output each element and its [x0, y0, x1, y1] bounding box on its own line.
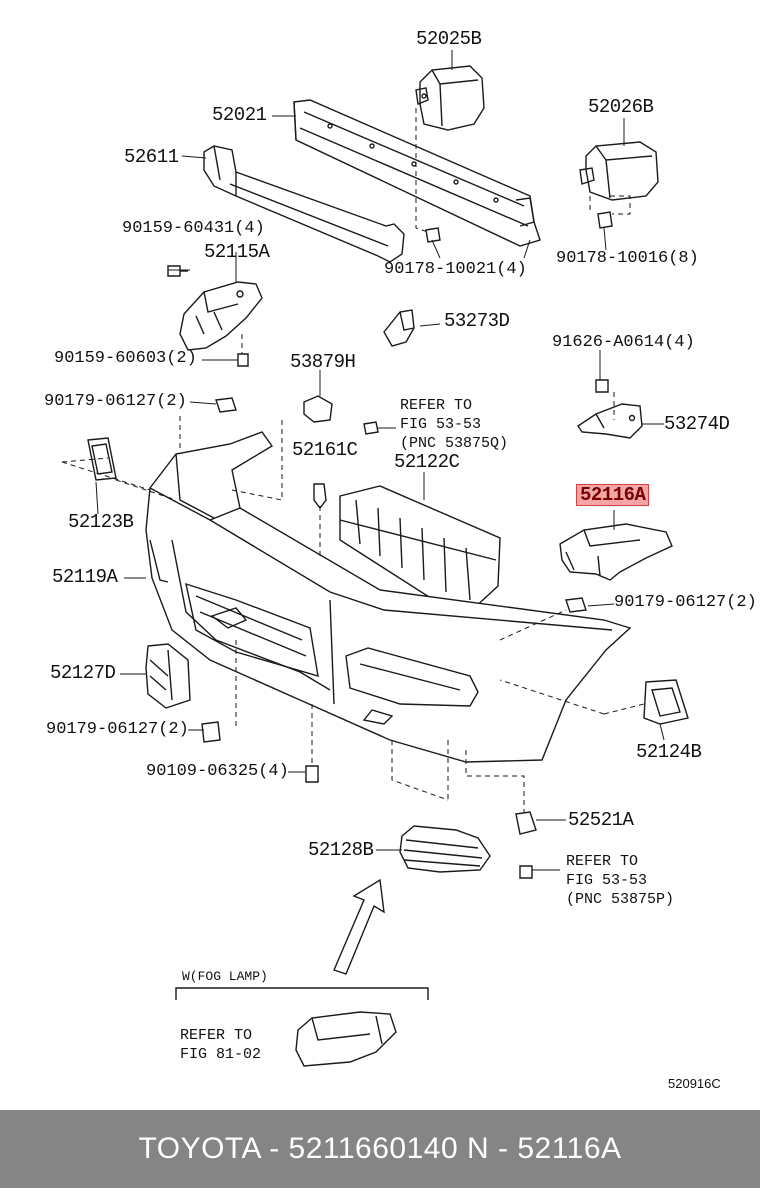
- clip-90179-a: [216, 398, 236, 412]
- bracket-52115a: [180, 282, 262, 350]
- label-52026b: 52026B: [588, 96, 654, 118]
- nut-90178-10016: [598, 212, 612, 228]
- label-52119a: 52119A: [52, 566, 118, 588]
- bolt-90159-60431: [168, 266, 188, 276]
- label-52116a-highlighted: 52116A: [576, 484, 650, 506]
- label-52127d: 52127D: [50, 662, 116, 684]
- label-refer-fig-53-53-p: REFER TO FIG 53-53 (PNC 53875P): [566, 853, 675, 908]
- label-53273d: 53273D: [444, 310, 510, 332]
- clip-52161c: [314, 484, 326, 508]
- label-90179-06127-b: 90179-06127(2): [614, 593, 757, 612]
- bolt-90159-60603: [238, 354, 248, 366]
- bolt-91626: [596, 380, 608, 392]
- dashed-reference-lines: [62, 108, 644, 812]
- label-refer-fig-53-53-q: REFER TO FIG 53-53 (PNC 53875Q): [400, 397, 509, 452]
- clip-90179-b: [566, 598, 586, 612]
- exploded-view-drawing: [0, 0, 760, 1110]
- bracket-52026b: [580, 142, 658, 200]
- label-53879h: 53879H: [290, 351, 356, 373]
- label-90178-10016: 90178-10016(8): [556, 249, 699, 268]
- label-90159-60431: 90159-60431(4): [122, 219, 265, 238]
- nut-90178-10021: [426, 228, 440, 242]
- absorber-52611: [204, 146, 404, 262]
- footer-part-info: TOYOTA - 5211660140 N - 52116A: [138, 1132, 622, 1165]
- label-52521a: 52521A: [568, 809, 634, 831]
- label-52124b: 52124B: [636, 741, 702, 763]
- footer-bar: TOYOTA - 5211660140 N - 52116A: [0, 1110, 760, 1188]
- clip-90179-c: [202, 722, 220, 742]
- label-52021: 52021: [212, 104, 267, 126]
- fog-lamp-bracket: [176, 988, 428, 1000]
- label-90178-10021: 90178-10021(4): [384, 260, 527, 279]
- fog-lamp: [296, 1012, 396, 1066]
- label-52123b: 52123B: [68, 511, 134, 533]
- label-90109-06325: 90109-06325(4): [146, 762, 289, 781]
- cover-52124b: [644, 680, 688, 724]
- bolt-90109: [306, 766, 318, 782]
- label-53274d: 53274D: [664, 413, 730, 435]
- bezel-52128b: [400, 826, 490, 872]
- lamp-cover-52127d: [146, 644, 190, 708]
- retainer-52116a: [560, 524, 672, 580]
- label-90159-60603: 90159-60603(2): [54, 349, 197, 368]
- label-fog-lamp: W(FOG LAMP): [182, 969, 268, 984]
- bracket-52025b: [416, 66, 484, 130]
- label-52122c: 52122C: [394, 451, 460, 473]
- leader-lines: [96, 50, 664, 870]
- direction-arrow: [334, 880, 384, 974]
- grille-52122c: [340, 486, 500, 610]
- label-52161c: 52161C: [292, 439, 358, 461]
- clip-52521a: [516, 812, 536, 834]
- label-90179-06127-a: 90179-06127(2): [44, 392, 187, 411]
- screw-refer: [364, 422, 378, 434]
- bracket-53274d: [578, 404, 642, 438]
- label-refer-fig-81-02: REFER TO FIG 81-02: [180, 1027, 262, 1063]
- screw-53875p: [520, 866, 532, 878]
- label-52025b: 52025B: [416, 28, 482, 50]
- label-91626-a0614: 91626-A0614(4): [552, 333, 695, 352]
- bracket-53879h: [304, 396, 332, 422]
- bracket-53273d: [384, 310, 414, 346]
- reinforcement-52021: [294, 100, 540, 246]
- bumper-cover-52119a: [146, 432, 630, 762]
- label-90179-06127-c: 90179-06127(2): [46, 720, 189, 739]
- diagram-code: 520916C: [668, 1076, 721, 1091]
- label-52115a: 52115A: [204, 241, 270, 263]
- label-52611: 52611: [124, 146, 179, 168]
- label-52128b: 52128B: [308, 839, 374, 861]
